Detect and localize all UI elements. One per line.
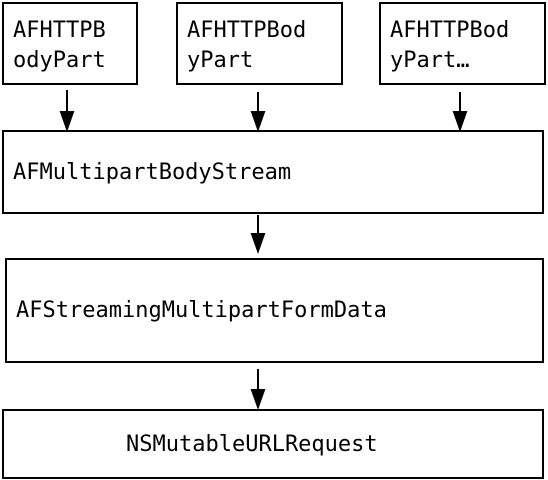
arrowhead [250, 111, 266, 133]
node-label: AFHTTPBod yPart… [390, 18, 510, 73]
node-afhttpbodypart-3: AFHTTPBod yPart… [379, 2, 546, 85]
node-afstreamingmultipartformdata: AFStreamingMultipartFormData [5, 258, 544, 363]
arrowhead [250, 389, 266, 411]
node-label: AFHTTPBod yPart [187, 18, 307, 73]
arrowhead [452, 111, 468, 133]
arrowhead [250, 233, 266, 255]
node-afhttpbodypart-1: AFHTTPB odyPart [2, 2, 138, 85]
node-nsmutableurlrequest: NSMutableURLRequest [2, 409, 544, 479]
node-afhttpbodypart-2: AFHTTPBod yPart [176, 2, 343, 85]
node-afmultipartbodystream: AFMultipartBodyStream [2, 130, 544, 214]
node-label: AFHTTPB odyPart [13, 18, 106, 73]
node-label: AFStreamingMultipartFormData [16, 298, 387, 323]
node-label: AFMultipartBodyStream [13, 160, 292, 185]
arrowhead [59, 111, 75, 133]
node-label: NSMutableURLRequest [126, 432, 378, 457]
